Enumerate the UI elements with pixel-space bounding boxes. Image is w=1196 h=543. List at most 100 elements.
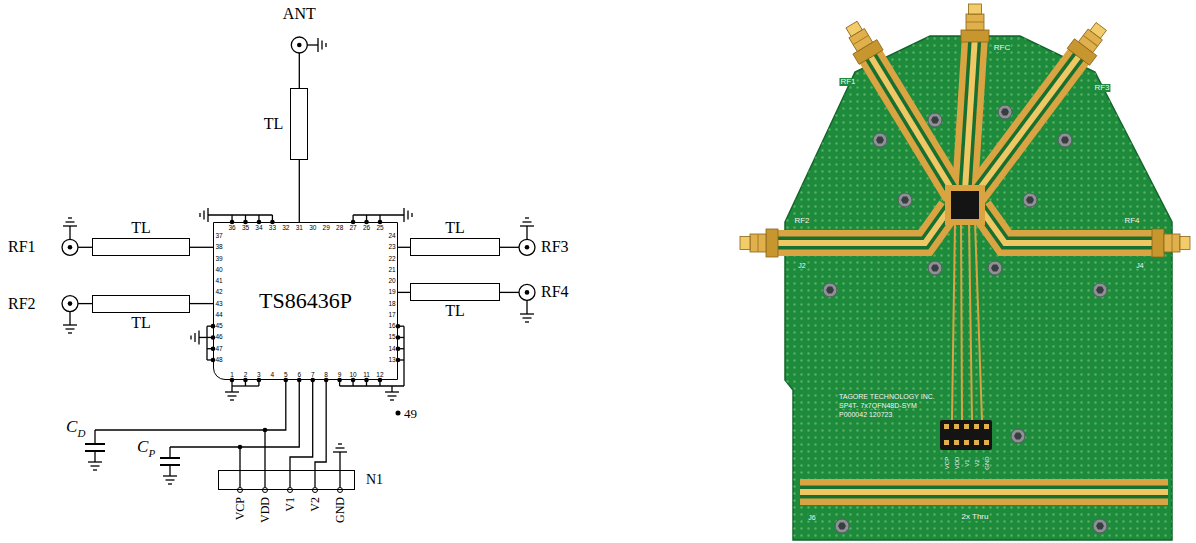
component-label: TL (445, 303, 465, 319)
transmission-line: TL (290, 88, 308, 160)
pin-number: 44 (215, 312, 222, 319)
wire (398, 247, 410, 248)
wire (265, 380, 286, 470)
pin-name: GND (334, 497, 346, 523)
pin-number: 36 (228, 224, 235, 231)
pin-number: 1 (230, 371, 234, 378)
pcb-photo (740, 4, 1190, 540)
transmission-line: TL (410, 283, 500, 301)
wire (290, 380, 313, 470)
silkscreen-text: V1 (964, 458, 970, 467)
pin-number: 16 (388, 323, 395, 330)
pin-number: 38 (215, 244, 222, 251)
pin-number: 11 (363, 371, 370, 378)
silkscreen-text: P000042 120723 (838, 411, 893, 418)
pin-number: 23 (388, 244, 395, 251)
pin-number: 35 (242, 224, 249, 231)
pin-number: 21 (388, 267, 395, 274)
transmission-line: TL (92, 295, 190, 313)
pin-number: 28 (336, 224, 343, 231)
silkscreen-text: RFC (993, 44, 1011, 52)
silkscreen-text: GND (984, 455, 990, 470)
pin-number: 25 (376, 224, 383, 231)
wire (299, 160, 300, 222)
switch-chip: TS86436P (213, 222, 398, 380)
component-label: TL (264, 116, 284, 132)
pin-number: 34 (255, 224, 262, 231)
component-label: TL (131, 220, 151, 236)
wire (315, 380, 326, 470)
pin-number: 29 (323, 224, 330, 231)
pin-number: 45 (215, 323, 222, 330)
silkscreen-text: RF1 (839, 78, 856, 86)
pin-number: 3 (257, 371, 261, 378)
pin-number: 24 (388, 233, 395, 240)
pin-number: 19 (388, 289, 395, 296)
transmission-line: TL (410, 238, 500, 256)
silkscreen-text: RF3 (1093, 84, 1110, 92)
wire (398, 292, 410, 293)
silkscreen-text: TAGORE TECHNOLOGY INC. (838, 393, 936, 400)
pin-number: 14 (388, 345, 395, 352)
silkscreen-text: VCP (944, 456, 950, 470)
silkscreen-text: J6 (807, 514, 816, 521)
capacitor-label: C (137, 438, 148, 455)
capacitor-subscript: D (78, 428, 86, 439)
pin-number: 39 (215, 255, 222, 262)
component-label: N1 (366, 473, 383, 487)
silkscreen-text: RF4 (1123, 217, 1140, 225)
pin-name: VCP (234, 497, 246, 520)
port-label: ANT (283, 6, 316, 22)
capacitor-subscript: P (149, 448, 156, 459)
pin-number: 42 (215, 289, 222, 296)
pin-number: 6 (297, 371, 301, 378)
part-name: TS86436P (259, 290, 352, 312)
pin-number: 46 (215, 334, 222, 341)
port-label: RF4 (541, 284, 569, 300)
schematic (62, 37, 535, 493)
pin-number: 32 (282, 224, 289, 231)
pin-number: 5 (284, 371, 288, 378)
silkscreen-text: 2x Thru (961, 513, 990, 521)
transmission-line: TL (92, 238, 190, 256)
pin-number: 40 (215, 267, 222, 274)
pin-number: 30 (309, 224, 316, 231)
pin-number: 9 (338, 371, 342, 378)
pin-name: V2 (309, 497, 321, 512)
pin-name: VDD (259, 497, 271, 523)
pin-number: 2 (244, 371, 248, 378)
wire (190, 247, 213, 248)
pin-number: 47 (215, 345, 222, 352)
pin-number: 13 (388, 357, 395, 364)
pin-number: 4 (271, 371, 275, 378)
silkscreen-text: VDD (954, 456, 960, 471)
component-label: TL (131, 315, 151, 331)
wire (190, 303, 213, 304)
pin-number: 49 (404, 407, 417, 420)
silkscreen-text: J2 (797, 262, 806, 269)
silkscreen-text: RF2 (793, 217, 810, 225)
silkscreen-text: J4 (1135, 262, 1144, 269)
header-connector: N1 (218, 470, 355, 490)
pin-number: 43 (215, 300, 222, 307)
pin-number: 17 (388, 312, 395, 319)
port-label: RF2 (8, 296, 36, 312)
port-label: RF3 (541, 239, 569, 255)
pin-number: 7 (311, 371, 315, 378)
pin-number: 33 (269, 224, 276, 231)
pin-name: V1 (284, 497, 296, 512)
pin-number: 18 (388, 300, 395, 307)
port-label: RF1 (8, 239, 36, 255)
silkscreen-text: SP4T- 7x7QFN48D-SYM (838, 402, 918, 409)
pin-number: 31 (296, 224, 303, 231)
pin-number: 26 (363, 224, 370, 231)
pin-number: 8 (324, 371, 328, 378)
pin-number: 37 (215, 233, 222, 240)
pin-number: 48 (215, 357, 222, 364)
silkscreen-text: V2 (974, 458, 980, 467)
pin-number: 12 (376, 371, 383, 378)
pin-number: 22 (388, 255, 395, 262)
